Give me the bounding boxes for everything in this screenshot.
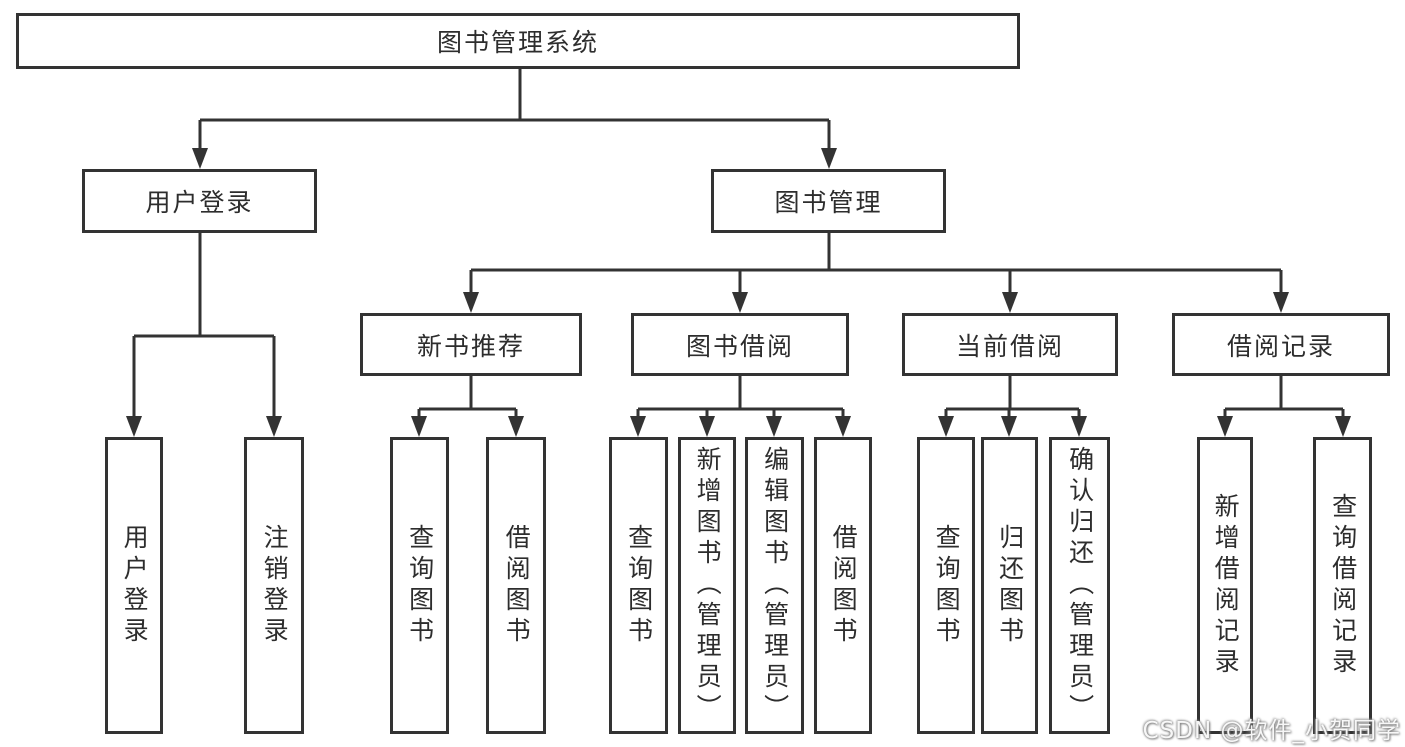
node-current-borrow: 当前借阅 xyxy=(902,313,1118,376)
node-label: 当前借阅 xyxy=(955,331,1064,361)
node-user-login: 用户登录 xyxy=(82,169,317,233)
node-label: 图书管理系统 xyxy=(436,28,599,57)
node-new-book-recommend: 新书推荐 xyxy=(360,313,582,376)
leaf-logout: 注销登录 xyxy=(244,437,304,734)
node-label: 借阅图书 xyxy=(829,523,859,648)
leaf-return-books: 归还图书 xyxy=(981,437,1038,734)
node-book-management: 图书管理 xyxy=(711,169,946,233)
leaf-borrow-books: 借阅图书 xyxy=(814,437,872,734)
leaf-query-borrow-record: 查询借阅记录 xyxy=(1313,437,1372,734)
node-label: 借阅图书 xyxy=(502,523,532,648)
node-label: 借阅记录 xyxy=(1226,331,1335,361)
node-label: 确认归还（管理员） xyxy=(1065,446,1095,725)
leaf-edit-book-admin: 编辑图书（管理员） xyxy=(745,437,804,734)
node-label: 用户登录 xyxy=(120,523,150,648)
node-label: 查询图书 xyxy=(624,523,654,648)
node-label: 注销登录 xyxy=(260,523,290,648)
node-library-management-system: 图书管理系统 xyxy=(16,13,1020,69)
leaf-user-login: 用户登录 xyxy=(105,437,163,734)
leaf-borrow-books-recommend: 借阅图书 xyxy=(486,437,546,734)
node-borrow-records: 借阅记录 xyxy=(1172,313,1390,376)
node-label: 用户登录 xyxy=(145,188,254,217)
node-label: 编辑图书（管理员） xyxy=(760,446,790,725)
leaf-add-borrow-record: 新增借阅记录 xyxy=(1197,437,1253,734)
node-book-borrow: 图书借阅 xyxy=(631,313,849,376)
leaf-query-books-recommend: 查询图书 xyxy=(390,437,449,734)
node-label: 归还图书 xyxy=(995,523,1025,648)
leaf-query-books-borrow: 查询图书 xyxy=(609,437,668,734)
leaf-add-book-admin: 新增图书（管理员） xyxy=(678,437,736,734)
node-label: 新增图书（管理员） xyxy=(693,446,723,725)
node-label: 新增借阅记录 xyxy=(1211,492,1241,679)
node-label: 查询图书 xyxy=(405,523,435,648)
leaf-confirm-return-admin: 确认归还（管理员） xyxy=(1049,437,1110,734)
node-label: 新书推荐 xyxy=(416,331,525,361)
node-label: 图书借阅 xyxy=(685,331,794,361)
watermark-text: CSDN @软件_小贺同学 xyxy=(1142,718,1401,744)
leaf-query-books-current: 查询图书 xyxy=(917,437,975,734)
node-label: 图书管理 xyxy=(774,188,883,217)
node-label: 查询图书 xyxy=(932,523,962,648)
node-label: 查询借阅记录 xyxy=(1328,492,1358,679)
